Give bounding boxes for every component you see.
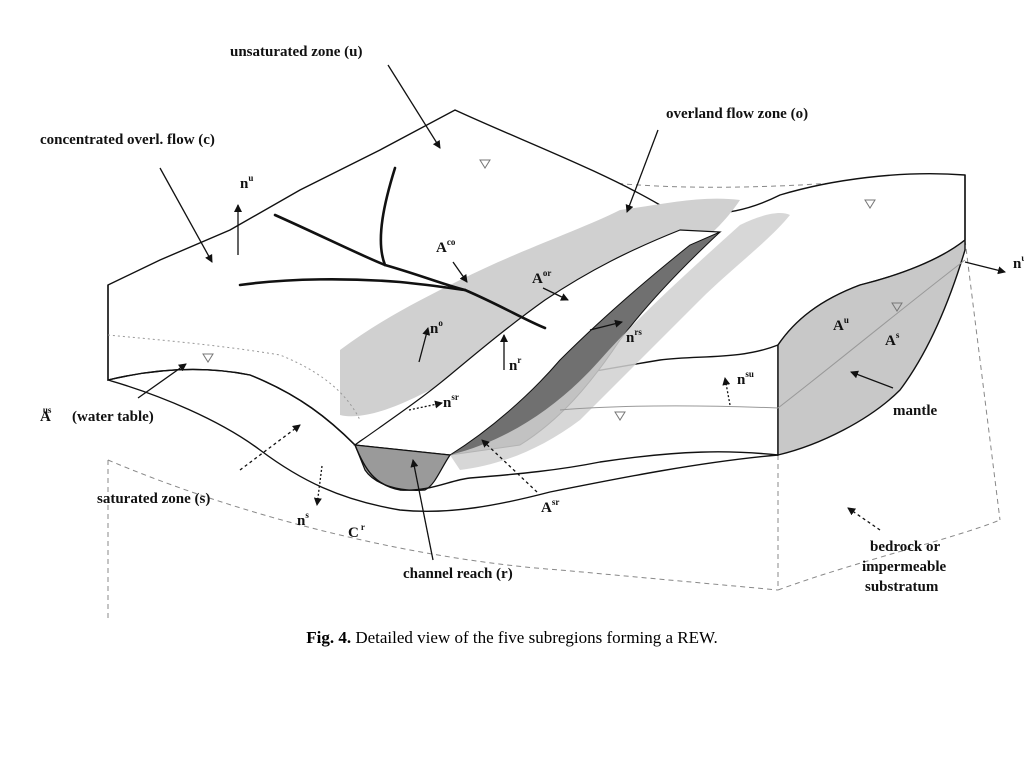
label-channel-reach: channel reach (r) [403,566,513,582]
symbol-Asr: Asr [541,497,559,516]
symbol-nsu: nsu [737,369,754,388]
label-saturated-zone: saturated zone (s) [97,491,210,507]
symbol-As: As [885,330,900,349]
label-concentrated-flow: concentrated overl. flow (c) [40,132,215,148]
concentrated-flow-lines [238,166,547,330]
label-overland-flow-zone: overland flow zone (o) [666,106,808,122]
symbol-Aor: Aor [532,268,551,287]
symbol-ns: ns [297,510,309,529]
symbol-nr: nr [509,355,521,374]
overland-flow-band-lower [450,213,790,470]
symbol-nuA: nuA [1013,253,1024,272]
label-unsaturated-zone: unsaturated zone (u) [230,44,363,60]
symbol-Au: Au [833,315,849,334]
symbol-nsr: nsr [443,392,459,411]
symbol-nrs: nrs [626,327,642,346]
symbol-no: no [430,318,443,337]
label-mantle: mantle [893,403,938,419]
symbol-Aco: Aco [436,237,456,256]
front-bottom-edge [107,379,779,512]
caption-text: Detailed view of the five subregions for… [355,628,718,647]
caption-prefix: Fig. 4. [306,628,352,647]
label-bedrock-1: bedrock or [870,539,940,555]
label-bedrock-2: impermeable [862,559,946,575]
water-table-lines [107,259,966,421]
arrows [137,64,1006,561]
figure-caption: Fig. 4. Detailed view of the five subreg… [0,628,1024,648]
label-water-table: (water table) [72,409,154,425]
symbol-nu: nu [240,173,253,192]
mantle-face [777,175,966,456]
front-face [107,285,779,491]
symbol-Aus: Aus [40,405,52,425]
channel-cross-section [354,444,452,491]
water-table-symbols [202,159,903,421]
label-bedrock-3: substratum [865,579,939,595]
